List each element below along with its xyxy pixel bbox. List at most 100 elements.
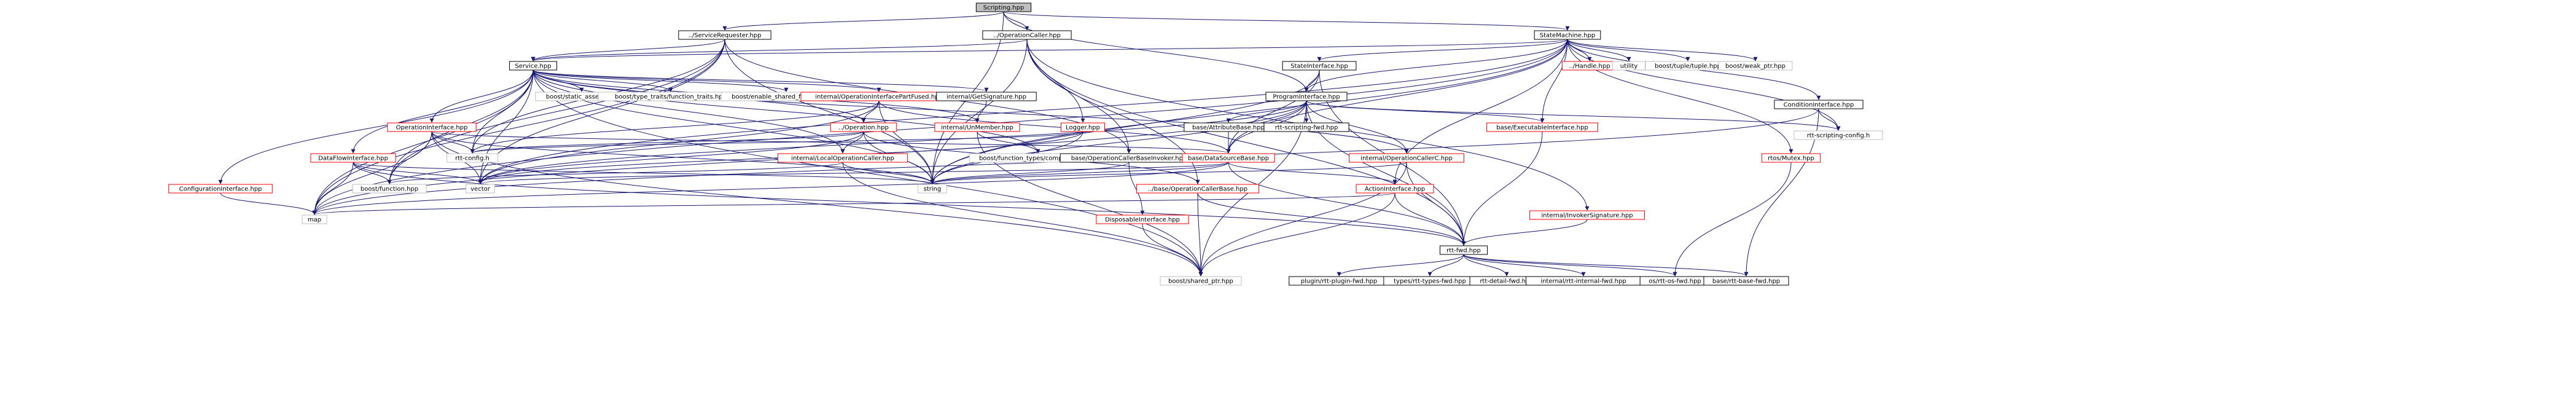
edge-actioniface-to-map (313, 192, 1395, 215)
node-label: ../Handle.hpp (1569, 63, 1610, 70)
node-label: ProgramInterface.hpp (1273, 94, 1340, 101)
edge-dsbase-to-vector (478, 162, 1229, 184)
edge-statemachine-to-mutex (1567, 39, 1793, 154)
node-label: internal/LocalOperationCaller.hpp (791, 155, 894, 162)
node-label: boost/shared_ptr.hpp (1168, 278, 1233, 285)
edge-dsbase-to-string (930, 162, 1229, 184)
node-tuple[interactable]: boost/tuple/tuple.hpp (1645, 61, 1731, 71)
node-dataflow[interactable]: DataFlowInterface.hpp (310, 153, 396, 163)
node-label: boost/type_traits/function_traits.hpp (615, 94, 727, 101)
node-label: boost/function_types/components.hpp (979, 155, 1097, 162)
node-opcaller[interactable]: ../OperationCaller.hpp (982, 30, 1072, 40)
node-label: internal/UnMember.hpp (941, 125, 1013, 132)
node-opiface[interactable]: OperationInterface.hpp (387, 122, 477, 132)
node-config[interactable]: ConfigurationInterface.hpp (168, 184, 273, 194)
node-string[interactable]: string (918, 184, 947, 194)
node-label: plugin/rtt-plugin-fwd.hpp (1301, 278, 1377, 285)
node-rttconfig[interactable]: rtt-config.h (446, 153, 499, 163)
edge-rttfwd-to-detailfwd (1463, 254, 1509, 277)
edge-opifpart-to-operation (861, 100, 880, 123)
node-label: OperationInterface.hpp (396, 125, 468, 132)
node-label: StateMachine.hpp (1540, 33, 1596, 39)
node-opifpart[interactable]: internal/OperationInterfacePartFused.hpp (800, 92, 958, 101)
node-label: Service.hpp (515, 63, 551, 70)
node-label: ConditionInterface.hpp (1784, 102, 1854, 109)
node-label: rtos/Mutex.hpp (1768, 155, 1814, 162)
edge-dataflow-to-map (312, 162, 354, 215)
node-localopcaller[interactable]: internal/LocalOperationCaller.hpp (777, 153, 908, 163)
node-service[interactable]: Service.hpp (509, 61, 558, 71)
node-label: Logger.hpp (1066, 125, 1100, 132)
node-rttscriptingconfig[interactable]: rtt-scripting-config.h (1793, 130, 1883, 140)
node-osfwd[interactable]: os/rtt-os-fwd.hpp (1639, 276, 1711, 286)
edge-service-to-opifpart (533, 69, 881, 92)
node-servreq[interactable]: ../ServiceRequester.hpp (678, 30, 771, 40)
edge-execiface-to-rttfwd (1461, 131, 1543, 246)
node-statemachine[interactable]: StateMachine.hpp (1534, 30, 1601, 40)
edge-service-to-localopcaller (533, 69, 845, 154)
node-label: base/rtt-base-fwd.hpp (1712, 278, 1780, 285)
edge-getsig-to-unmember (975, 100, 987, 123)
edge-opcallerbaseinv-to-disposable (1128, 162, 1145, 215)
edge-proginterface-to-vector (478, 100, 1307, 184)
edge-rttfwd-to-typesfwd (1427, 254, 1464, 277)
node-rttscriptingfwd[interactable]: rtt-scripting-fwd.hpp (1263, 122, 1349, 132)
edge-statemachine-to-rttscriptingconfig (1567, 39, 1841, 131)
node-invokersig[interactable]: internal/InvokerSignature.hpp (1529, 210, 1645, 220)
node-internalfwd[interactable]: internal/rtt-internal-fwd.hpp (1526, 276, 1641, 286)
node-unmember[interactable]: internal/UnMember.hpp (934, 122, 1020, 132)
node-map[interactable]: map (302, 214, 327, 224)
edge-localopcaller-to-boostfunction (387, 162, 843, 184)
edge-operation-to-localopcaller (840, 131, 864, 154)
edge-opcallerbaseinv-to-string (930, 162, 1130, 184)
node-handle[interactable]: ../Handle.hpp (1561, 61, 1618, 71)
node-opcallerbaseinv[interactable]: base/OperationCallerBaseInvoker.hpp (1060, 153, 1198, 163)
edge-invokersig-to-rttfwd (1461, 219, 1588, 246)
node-pluginfwd[interactable]: plugin/rtt-plugin-fwd.hpp (1289, 276, 1389, 286)
node-sharedptr[interactable]: boost/shared_ptr.hpp (1160, 276, 1242, 286)
node-boostfunction[interactable]: boost/function.hpp (352, 184, 427, 194)
edge-logger-to-rttconfig (470, 131, 1083, 154)
node-disposable[interactable]: DisposableInterface.hpp (1096, 214, 1189, 224)
node-actioniface[interactable]: ActionInterface.hpp (1356, 184, 1434, 194)
node-utility[interactable]: utility (1612, 61, 1645, 71)
node-label: StateInterface.hpp (1290, 63, 1348, 70)
node-label: rtt-scripting-config.h (1807, 133, 1870, 140)
node-getsig[interactable]: internal/GetSignature.hpp (936, 92, 1037, 101)
node-weakptr[interactable]: boost/weak_ptr.hpp (1718, 61, 1793, 71)
node-rttfwd[interactable]: rtt-fwd.hpp (1439, 245, 1488, 255)
edge-service-to-typetraits (533, 69, 673, 92)
node-basefwd[interactable]: base/rtt-base-fwd.hpp (1703, 276, 1789, 286)
node-logger[interactable]: Logger.hpp (1061, 122, 1105, 132)
edge-rttfwd-to-osfwd (1463, 254, 1677, 277)
node-opcallerbase[interactable]: ../base/OperationCallerBase.hpp (1136, 184, 1260, 194)
node-label: base/DataSourceBase.hpp (1188, 155, 1269, 162)
node-detailfwd[interactable]: rtt-detail-fwd.hpp (1469, 276, 1544, 286)
node-execiface[interactable]: base/ExecutableInterface.hpp (1486, 122, 1598, 132)
node-label: ../ServiceRequester.hpp (689, 33, 762, 39)
edge-opcaller-to-logger (1026, 39, 1085, 123)
node-dsbase[interactable]: base/DataSourceBase.hpp (1182, 153, 1275, 163)
node-attrbase[interactable]: base/AttributeBase.hpp (1184, 122, 1273, 132)
edge-localopcaller-to-sharedptr (842, 162, 1203, 277)
node-vector[interactable]: vector (466, 184, 495, 194)
node-proginterface[interactable]: ProgramInterface.hpp (1265, 92, 1348, 101)
node-label: os/rtt-os-fwd.hpp (1649, 278, 1701, 285)
node-scripting[interactable]: Scripting.hpp (975, 2, 1032, 12)
node-stateiface[interactable]: StateInterface.hpp (1282, 61, 1357, 71)
edge-service-to-dataflow (351, 69, 534, 154)
node-label: boost/tuple/tuple.hpp (1655, 63, 1721, 70)
node-label: internal/OperationCallerC.hpp (1360, 155, 1453, 162)
edge-dataflow-to-rttfwd (353, 162, 1466, 246)
node-label: rtt-config.h (455, 155, 490, 162)
node-label: internal/OperationInterfacePartFused.hpp (815, 94, 942, 101)
node-operation[interactable]: ../Operation.hpp (830, 122, 897, 132)
node-mutex[interactable]: rtos/Mutex.hpp (1761, 153, 1821, 163)
node-typesfwd[interactable]: types/rtt-types-fwd.hpp (1383, 276, 1477, 286)
node-opcallerc[interactable]: internal/OperationCallerC.hpp (1349, 153, 1464, 163)
node-condiface[interactable]: ConditionInterface.hpp (1774, 100, 1864, 109)
edge-proginterface-to-execiface (1306, 100, 1545, 123)
edge-statemachine-to-service (531, 39, 1568, 61)
edge-opifpart-to-string (878, 100, 935, 184)
